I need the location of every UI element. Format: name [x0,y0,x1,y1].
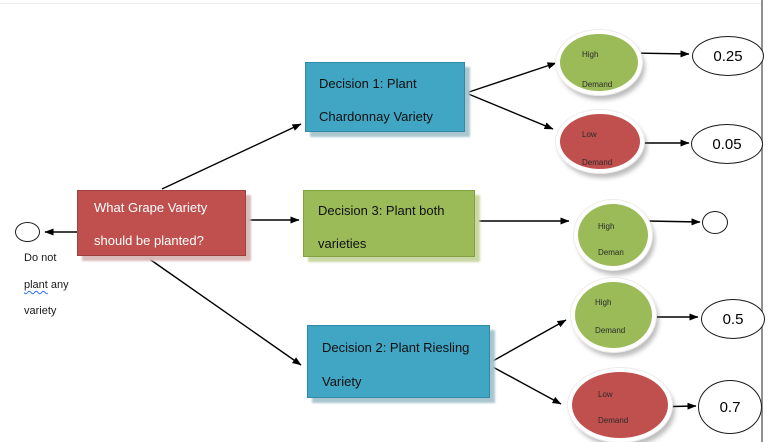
arrow-high-demand-to-empty [646,218,701,226]
root-question-line2: should be planted? [94,233,204,248]
decision3-line2: varieties [318,236,367,251]
arrow-decision2-to-high-demand [490,319,567,363]
decision3-line1: Decision 3: Plant both [318,203,445,218]
chance-node-both-high-demand[interactable]: High Deman [574,200,652,270]
arrow-root-to-decision1 [161,123,302,190]
decision2-line1: Decision 2: Plant Riesling [322,340,470,355]
decision1-line1: Decision 1: Plant [319,76,417,91]
root-question-line1: What Grape Variety [94,200,208,215]
no-plant-label-line3: variety [24,305,57,317]
chance-node-riesling-low-demand[interactable]: Low Demand [568,368,672,442]
chance2-line2: Deman [598,248,624,257]
decision2-node[interactable]: Decision 2: Plant Riesling Variety [307,325,490,398]
arrow-decision1-to-low-demand [465,92,554,130]
arrow-high-demand-to-025 [632,50,690,58]
chance1-line2: Demand [582,158,613,167]
arrow-decision1-to-high-demand [465,62,557,94]
chance4-line2: Demand [598,416,629,425]
payoff-oval-05[interactable]: 0.5 [701,299,765,339]
arrow-decision2-to-low-demand [490,365,562,405]
chance2-line1: High [598,222,615,231]
no-plant-label-line2-rest: any [50,279,69,291]
chance3-line1: High [595,298,612,307]
payoff-value-025: 0.25 [713,47,743,65]
root-question-node[interactable]: What Grape Variety should be planted? [77,190,246,256]
arrow-root-to-decision2 [147,257,302,366]
no-plant-label-line2: plant any [24,279,69,291]
payoff-value-07: 0.7 [719,398,741,416]
chance4-line1: Low [598,390,613,399]
decision1-line2: Chardonnay Variety [319,109,433,124]
payoff-oval-empty[interactable] [702,211,728,234]
decision3-node[interactable]: Decision 3: Plant both varieties [303,190,475,257]
payoff-value-05: 0.5 [722,310,744,328]
chance0-line2: Demand [582,80,613,89]
chance-node-riesling-high-demand[interactable]: High Demand [571,278,656,352]
payoff-value-005: 0.05 [712,135,742,153]
decision2-line2: Variety [322,374,362,389]
no-plant-label-line1: Do not [24,252,57,264]
spellcheck-squiggle-word: plant [24,279,48,291]
payoff-oval-07[interactable]: 0.7 [698,380,762,434]
chance0-line1: High [582,50,599,59]
chance3-line2: Demand [595,326,626,335]
payoff-oval-025[interactable]: 0.25 [692,36,764,76]
chance-node-chardonnay-high-demand[interactable]: High Demand [556,30,642,95]
chance1-line1: Low [582,130,597,139]
chance-node-chardonnay-low-demand[interactable]: Low Demand [556,110,644,173]
decision1-node[interactable]: Decision 1: Plant Chardonnay Variety [305,62,465,132]
no-plant-terminal-circle[interactable] [15,222,40,242]
page-top-border [0,3,761,4]
page-right-border [761,0,763,442]
payoff-oval-005[interactable]: 0.05 [691,124,763,164]
